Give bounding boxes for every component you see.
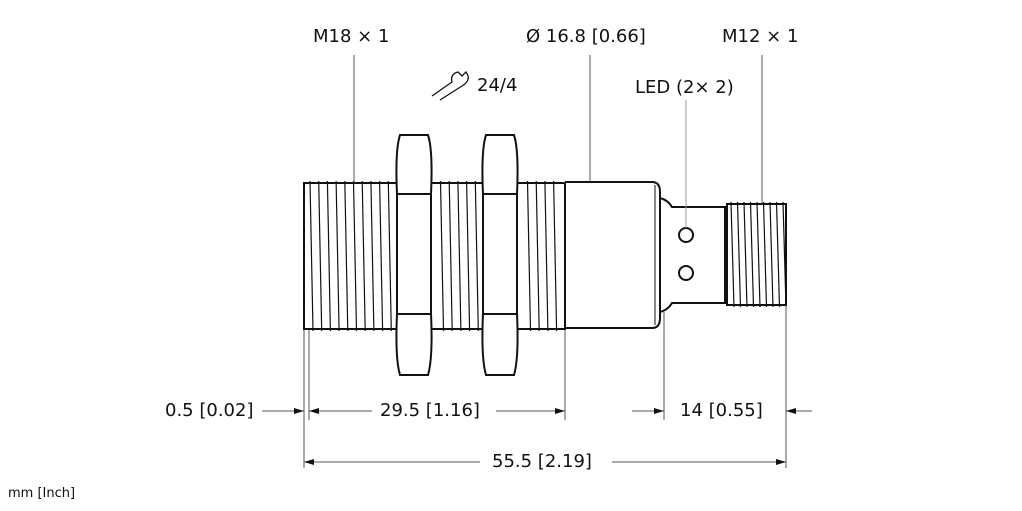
thread-line	[544, 180, 549, 332]
main-thread	[303, 182, 566, 330]
wrench-size-label: 24/4	[477, 75, 518, 96]
dim-connector-label: 14 [0.55]	[680, 400, 763, 421]
thread-line	[439, 180, 445, 332]
thread-line	[335, 180, 340, 332]
dim-tip-label: 0.5 [0.02]	[165, 400, 254, 421]
led-1	[678, 227, 694, 243]
thread-line	[730, 201, 735, 308]
wrench-icon	[431, 71, 469, 101]
thread-line	[457, 180, 462, 332]
units-label: mm [Inch]	[8, 486, 76, 501]
thread-line	[553, 180, 558, 332]
thread-line	[775, 201, 781, 308]
thread-line	[782, 201, 787, 308]
neck	[659, 197, 726, 313]
thread-line	[526, 180, 532, 332]
nut-1	[395, 134, 433, 376]
thread-line	[535, 180, 540, 332]
thread-main-label: M18 × 1	[313, 26, 390, 47]
thread-line	[344, 180, 349, 332]
thread-line	[756, 201, 761, 308]
thread-line	[318, 180, 323, 332]
thread-line	[736, 201, 742, 308]
thread-line	[762, 201, 768, 308]
dim-thread-label: 29.5 [1.16]	[380, 400, 480, 421]
thread-connector-label: M12 × 1	[722, 26, 799, 47]
thread-line	[361, 180, 366, 332]
thread-line	[379, 180, 384, 332]
diameter-label: Ø 16.8 [0.66]	[526, 26, 646, 47]
thread-line	[387, 180, 392, 332]
housing	[565, 181, 661, 329]
thread-line	[309, 180, 314, 332]
thread-line	[466, 180, 471, 332]
thread-line	[448, 180, 453, 332]
nut-2	[481, 134, 519, 376]
thread-line	[749, 201, 755, 308]
thread-line	[370, 180, 375, 332]
thread-line	[326, 180, 331, 332]
thread-line	[769, 201, 774, 308]
thread-line	[474, 180, 479, 332]
dim-total-label: 55.5 [2.19]	[492, 451, 592, 472]
led-label: LED (2× 2)	[635, 77, 734, 98]
thread-line	[743, 201, 748, 308]
led-2	[678, 265, 694, 281]
thread-line	[352, 180, 358, 332]
